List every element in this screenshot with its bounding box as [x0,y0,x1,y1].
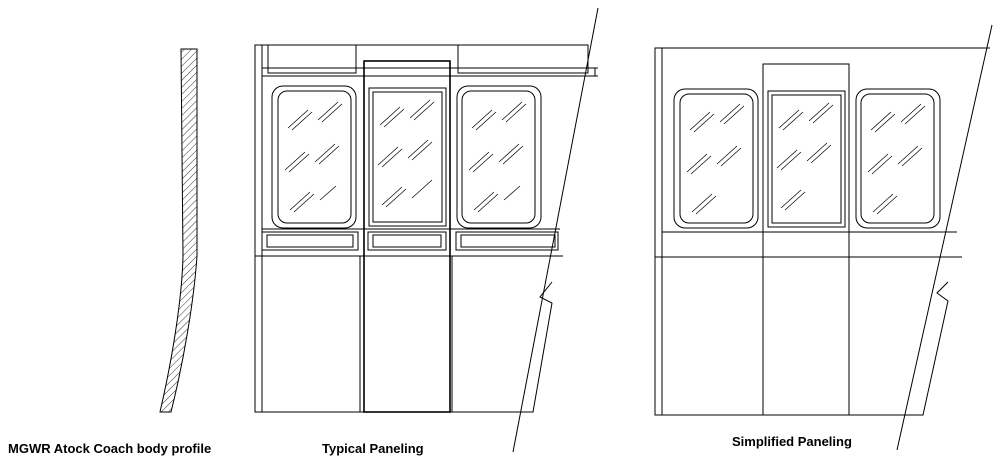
body-profile [159,48,198,413]
typical-break-line [512,7,599,453]
simplified-outline [654,47,990,416]
caption-typical-paneling: Typical Paneling [322,441,424,456]
typical-outline [254,44,587,413]
typical-glass-reflections [284,99,527,213]
typical-window-right-frame [456,85,542,229]
simplified-window-left-frame [673,88,759,229]
simplified-paneling [654,24,993,451]
caption-body-profile: MGWR Atock Coach body profile [8,441,212,456]
body-profile-section [159,48,198,413]
simplified-glass-reflections [686,102,926,215]
caption-simplified-paneling: Simplified Paneling [732,434,852,449]
typical-window-left-frame [271,85,357,229]
typical-paneling [254,7,599,453]
typical-window-center-frame [368,87,447,227]
simplified-window-right-frame [855,88,941,229]
simplified-window-center-frame [767,90,846,228]
simplified-break-line [896,24,993,451]
simplified-door [762,63,850,416]
typical-door [363,60,451,413]
